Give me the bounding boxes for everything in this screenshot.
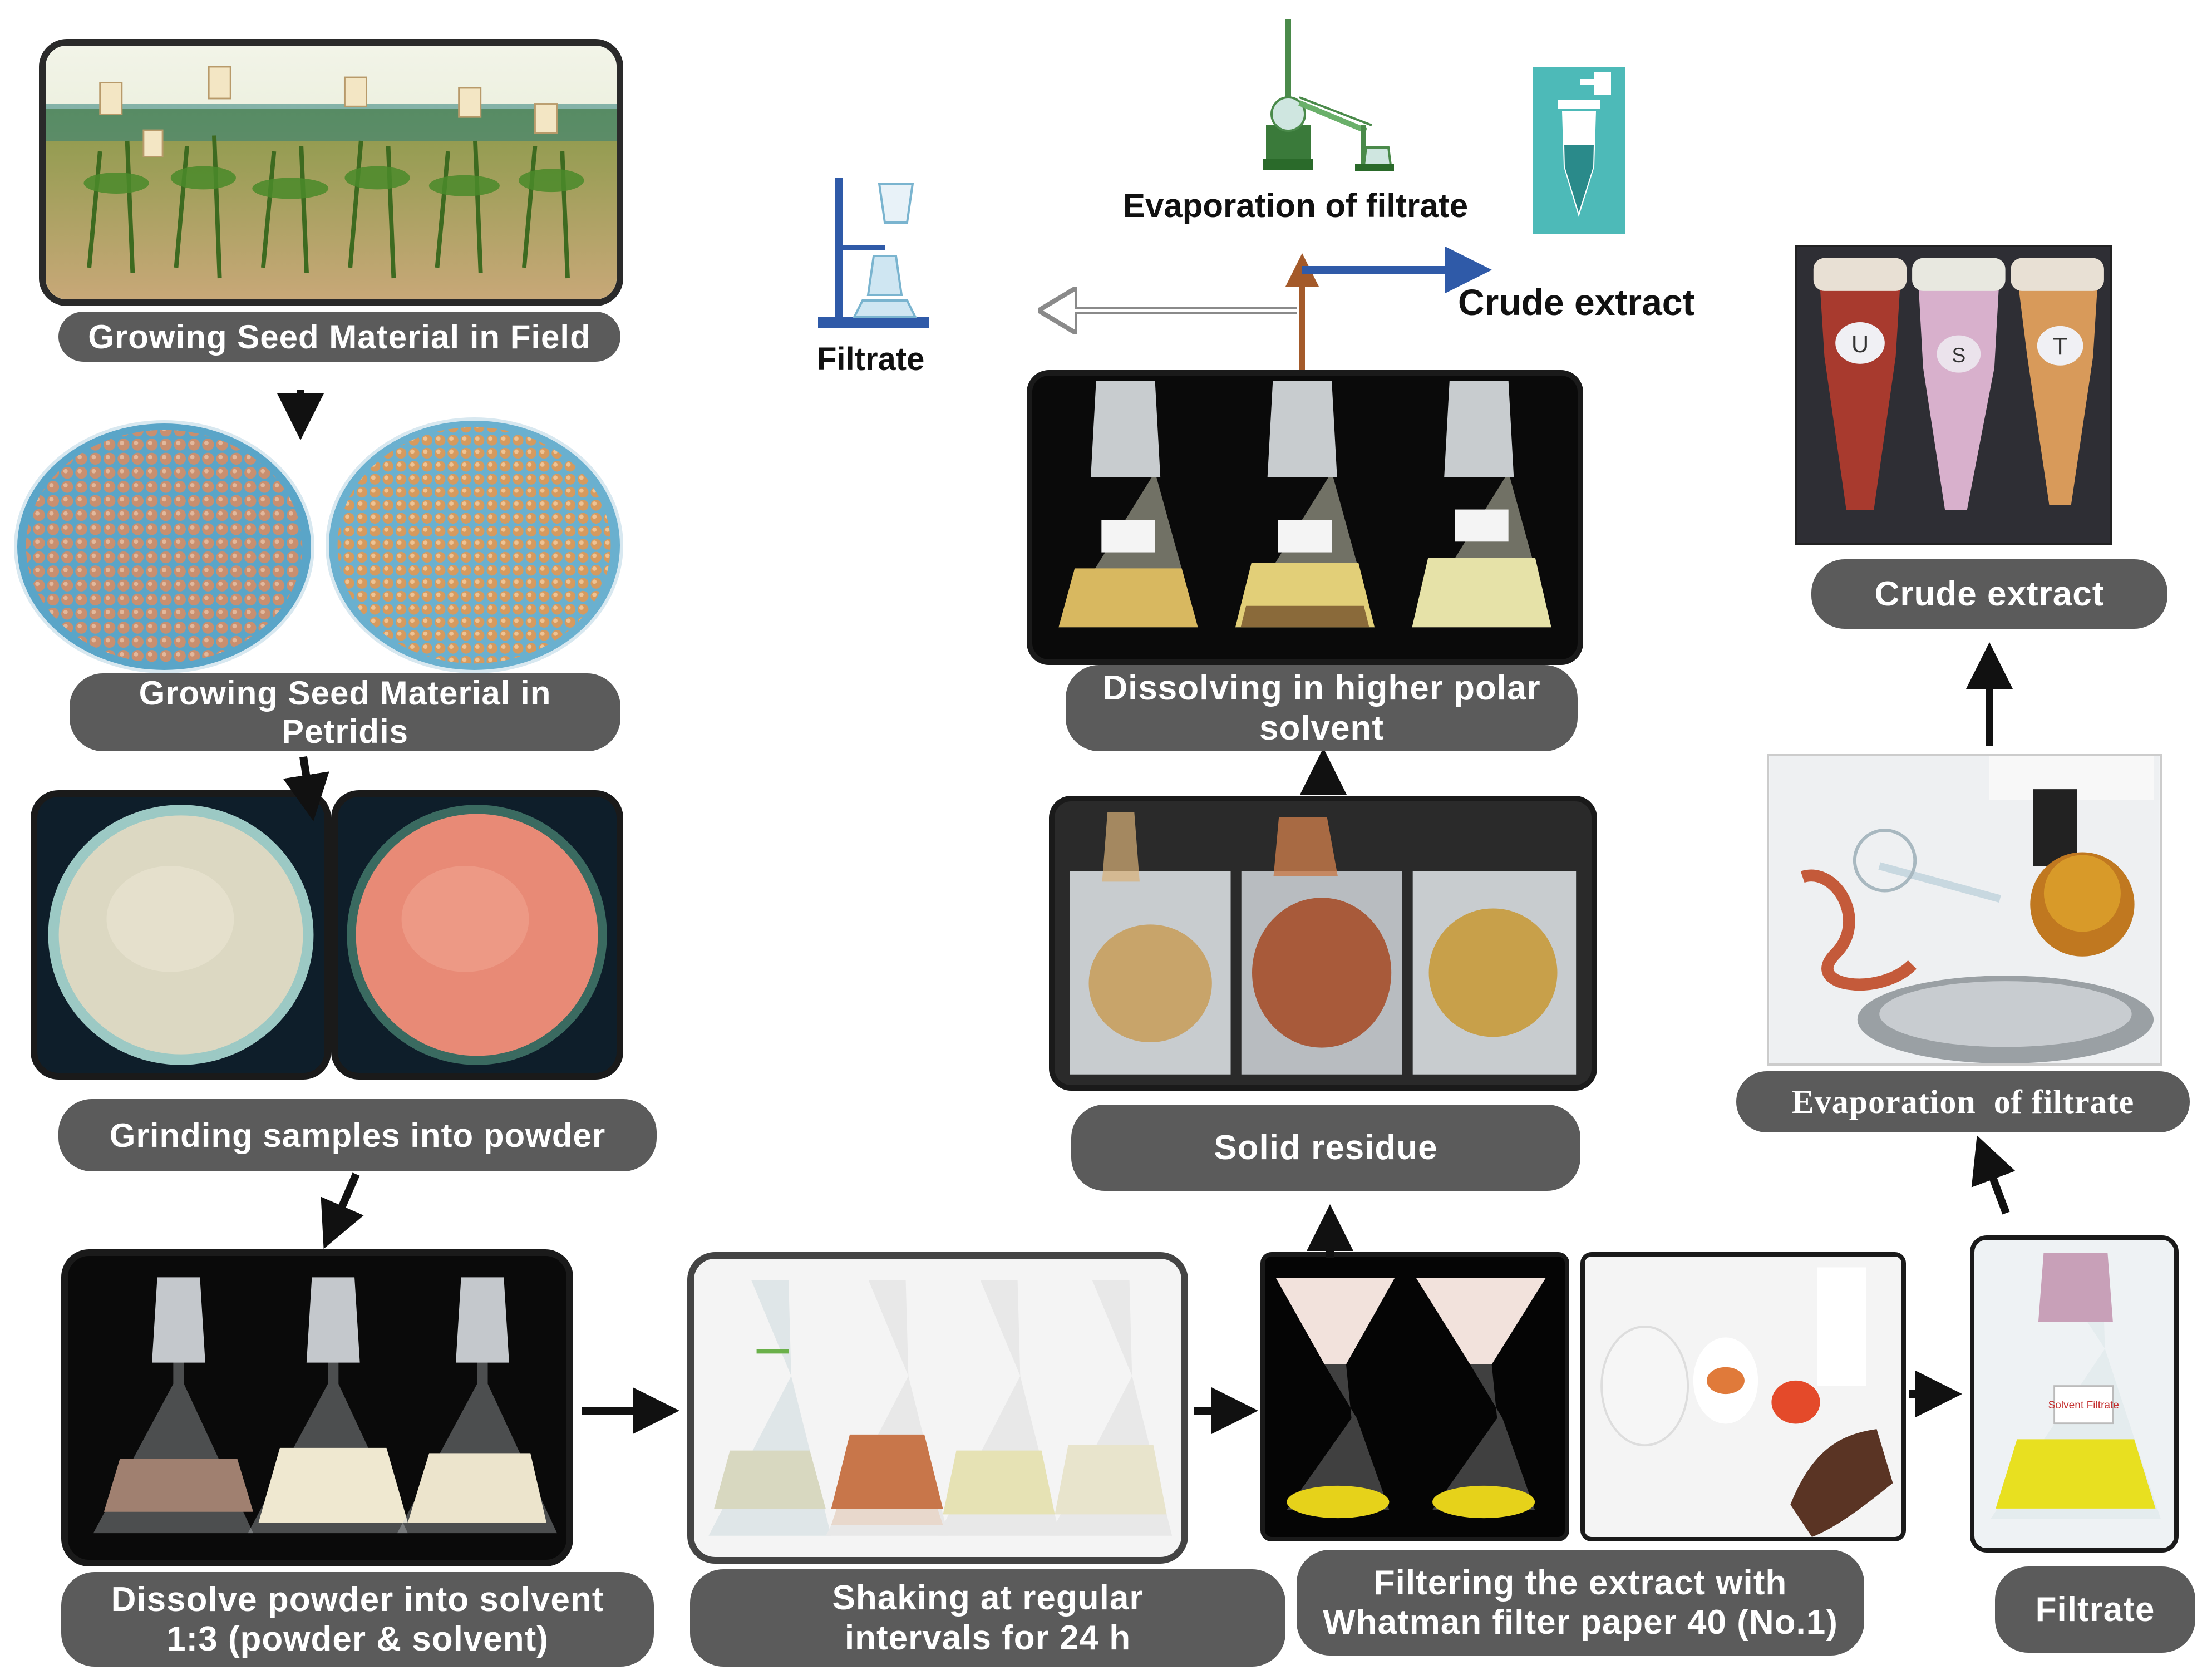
- field-photo: [39, 39, 623, 306]
- label-petri-line2: Petridis: [281, 713, 409, 750]
- dissolve-flasks-photo: [61, 1249, 573, 1566]
- label-growing-field: Growing Seed Material in Field: [58, 312, 620, 362]
- tube-mark-s: S: [1952, 343, 1965, 367]
- label-grinding-text: Grinding samples into powder: [109, 1116, 606, 1154]
- label-polar-line2: solvent: [1259, 708, 1385, 747]
- filtrate-stand-icon: [818, 178, 929, 328]
- flask-tag: Solvent Filtrate: [2048, 1400, 2119, 1411]
- label-growing-field-text: Growing Seed Material in Field: [88, 318, 591, 356]
- label-filtrate: Filtrate: [1995, 1566, 2195, 1653]
- petri-dish-left: [14, 420, 314, 673]
- crude-extract-tube-icon: [1533, 67, 1625, 234]
- label-petri-line1: Growing Seed Material in: [139, 674, 551, 712]
- label-shaking-line2: intervals for 24 h: [844, 1618, 1131, 1657]
- label-evaporation-text: Evaporation of filtrate: [1791, 1083, 2135, 1120]
- label-polar-line1: Dissolving in higher polar: [1102, 669, 1541, 708]
- tube-mark-u: U: [1851, 331, 1869, 358]
- arrow-petri-to-powder: [283, 756, 329, 821]
- label-crude-extract-text: Crude extract: [1874, 574, 2105, 613]
- tube-mark-t: T: [2053, 333, 2067, 360]
- label-filtering-line1: Filtering the extract with: [1373, 1563, 1787, 1602]
- label-shaking-line1: Shaking at regular: [832, 1579, 1144, 1618]
- petri-dish-right: [326, 417, 623, 673]
- solid-residue-photo: [1049, 796, 1597, 1091]
- crude-extract-tubes-photo: U S T: [1795, 245, 2112, 545]
- top-evaporation-label: Evaporation of filtrate: [1123, 187, 1469, 224]
- label-grinding: Grinding samples into powder: [58, 1099, 657, 1171]
- powder-photo-pink: [331, 790, 623, 1080]
- distillation-apparatus-icon: [1263, 19, 1394, 171]
- label-filtering: Filtering the extract with Whatman filte…: [1297, 1550, 1864, 1656]
- label-dissolve: Dissolve powder into solvent 1:3 (powder…: [61, 1572, 654, 1667]
- rotary-evaporator-photo: [1767, 754, 2162, 1066]
- label-dissolve-line1: Dissolve powder into solvent: [111, 1580, 604, 1619]
- powder-photo-light: [31, 790, 331, 1080]
- label-solid-residue: Solid residue: [1071, 1105, 1580, 1191]
- label-shaking: Shaking at regular intervals for 24 h: [690, 1569, 1285, 1667]
- label-polar-solvent: Dissolving in higher polar solvent: [1066, 665, 1578, 751]
- label-dissolve-line2: 1:3 (powder & solvent): [166, 1620, 549, 1658]
- arrow-filtrate-to-evaporation: [1971, 1135, 2016, 1215]
- top-crude-extract-label: Crude extract: [1458, 282, 1695, 323]
- label-solid-residue-text: Solid residue: [1214, 1128, 1438, 1167]
- label-crude-extract: Crude extract: [1811, 559, 2167, 629]
- label-filtering-line2: Whatman filter paper 40 (No.1): [1323, 1603, 1838, 1642]
- filtrate-flask-photo: Solvent Filtrate: [1970, 1235, 2179, 1553]
- label-growing-petri: Growing Seed Material in Petridis: [70, 673, 620, 751]
- filter-paper-photo: [1580, 1252, 1906, 1541]
- label-evaporation-filtrate: Evaporation of filtrate: [1736, 1071, 2190, 1132]
- shaking-flasks-photo: [687, 1252, 1188, 1564]
- arrow-powder-to-dissolve: [321, 1172, 364, 1249]
- label-filtrate-text: Filtrate: [2035, 1590, 2155, 1629]
- polar-solvent-flasks-photo: [1027, 370, 1583, 665]
- filter-funnels-photo: [1260, 1252, 1569, 1541]
- top-filtrate-label: Filtrate: [817, 341, 925, 377]
